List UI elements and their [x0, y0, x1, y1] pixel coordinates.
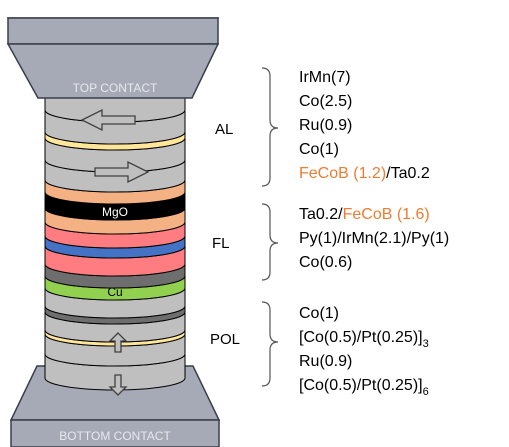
arrow-up-icon — [108, 332, 128, 353]
layer-description-line: Ta0.2/FeCoB (1.6) — [299, 206, 430, 223]
layer-description-part: 6 — [423, 386, 429, 398]
layer-description-part: IrMn(7) — [299, 69, 351, 86]
top-contact-bevel — [6, 43, 220, 99]
brace-al — [261, 67, 279, 187]
layer-description-part: [Co(0.5)/Pt(0.25)] — [299, 329, 423, 346]
layer-description-part: Co(1) — [299, 141, 339, 158]
layer-description-part: Co(1) — [299, 305, 339, 322]
layer-description-part: FeCoB (1.2) — [299, 165, 386, 182]
top-contact: TOP CONTACT — [6, 17, 220, 99]
pillar — [44, 83, 186, 391]
bottom-contact-label: BOTTOM CONTACT — [59, 429, 171, 443]
layer-description-part: FeCoB (1.6) — [343, 206, 430, 223]
brace-pol — [261, 301, 279, 387]
layer-description-line: IrMn(7) — [299, 69, 351, 86]
layer-description-part: /Ta0.2 — [386, 165, 430, 182]
arrow-right-icon — [94, 160, 150, 184]
cu-label: Cu — [107, 285, 122, 299]
group-label-pol: POL — [210, 331, 240, 348]
magnetization-arrows — [80, 108, 150, 396]
layer-description-line: [Co(0.5)/Pt(0.25)]3 — [299, 329, 429, 350]
layer-description-line: Py(1)/IrMn(2.1)/Py(1) — [299, 230, 449, 247]
group-label-fl: FL — [212, 235, 230, 252]
group-braces — [261, 67, 279, 387]
layer-description-line: Co(0.6) — [299, 254, 352, 271]
bottom-contact-front-face — [10, 419, 220, 447]
layer-description-part: Co(2.5) — [299, 93, 352, 110]
layer-description-part: Ta0.2/ — [299, 206, 343, 223]
layer-descriptions: IrMn(7) Co(2.5) Ru(0.9) Co(1) FeCoB (1.2)/Ta… — [299, 69, 449, 398]
arrow-down-icon — [108, 374, 128, 396]
layer-description-part: Py(1)/IrMn(2.1)/Py(1) — [299, 230, 449, 247]
layer-description-part: Ru(0.9) — [299, 353, 352, 370]
mgo-label: MgO — [102, 205, 128, 219]
group-label-al: AL — [215, 121, 233, 138]
layer-description-part: 3 — [423, 338, 429, 350]
top-contact-label: TOP CONTACT — [73, 81, 158, 95]
arrow-left-icon — [80, 108, 136, 132]
layer-description-line: Ru(0.9) — [299, 117, 352, 134]
layer-description-part: Co(0.6) — [299, 254, 352, 271]
layer-description-line: Ru(0.9) — [299, 353, 352, 370]
top-contact-top-face — [7, 17, 219, 45]
layer-description-part: [Co(0.5)/Pt(0.25)] — [299, 377, 423, 394]
layer-description-line: Co(1) — [299, 305, 339, 322]
layer-description-line: [Co(0.5)/Pt(0.25)]6 — [299, 377, 429, 398]
layer-description-line: Co(2.5) — [299, 93, 352, 110]
layer-description-line: Co(1) — [299, 141, 339, 158]
brace-fl — [261, 203, 279, 281]
layer-description-line: FeCoB (1.2)/Ta0.2 — [299, 165, 430, 182]
layer-description-part: Ru(0.9) — [299, 117, 352, 134]
